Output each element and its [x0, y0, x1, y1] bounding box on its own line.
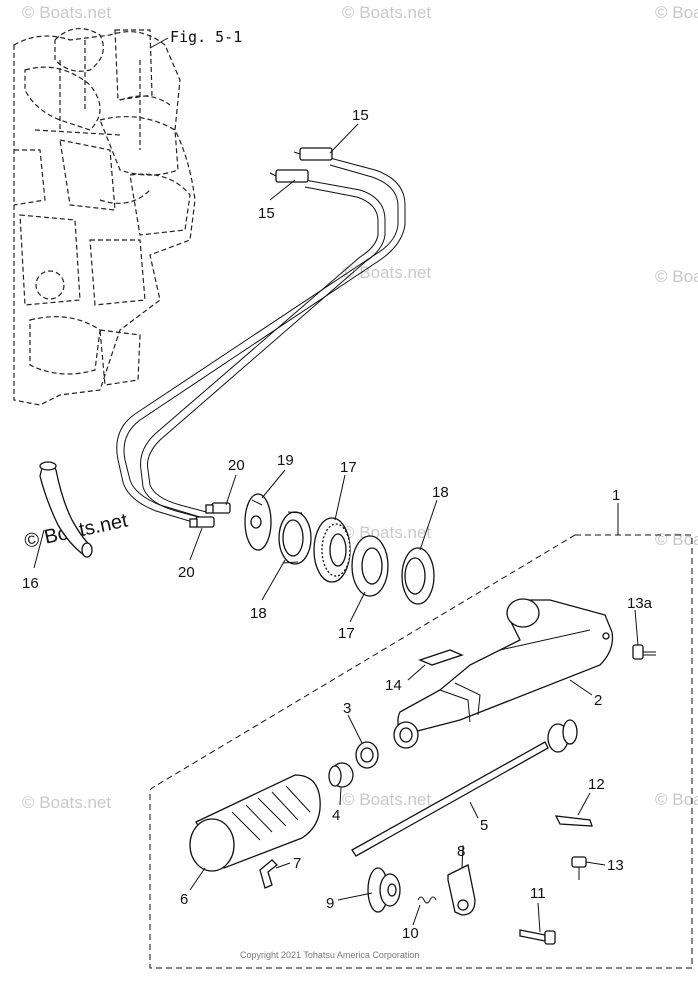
callout-7: 7	[293, 855, 301, 872]
callout-15-upper: 15	[352, 107, 369, 124]
callout-8: 8	[457, 843, 465, 860]
bushing-part-18-left	[278, 511, 312, 565]
callout-10: 10	[402, 925, 419, 942]
ring-part-17-right	[351, 535, 389, 597]
shaft-part-5	[351, 719, 578, 857]
watermark-top-right: © Boats.net	[655, 3, 698, 22]
callout-9: 9	[326, 895, 334, 912]
watermark-bottom-center: © Boats.net	[342, 790, 431, 809]
bolts-part-20	[189, 502, 231, 528]
callout-1: 1	[612, 487, 620, 504]
callout-5: 5	[480, 817, 488, 834]
callout-16: 16	[22, 575, 39, 592]
callout-20-lower: 20	[178, 564, 195, 581]
spring-part-10	[417, 896, 437, 904]
cable-end-fitting-lower	[275, 169, 309, 183]
bushing-part-18-right	[401, 547, 435, 605]
callout-13a: 13a	[627, 595, 653, 612]
spool-part-9	[367, 867, 401, 913]
callout-18-left: 18	[250, 605, 267, 622]
watermark-top-left: © Boats.net	[22, 3, 111, 22]
throttle-cables	[116, 147, 406, 527]
screw-part-13	[571, 856, 587, 880]
engine-reference-outline	[13, 28, 196, 406]
leader-lines	[33, 123, 639, 933]
plate-part-19	[244, 493, 272, 551]
key-part-12	[554, 815, 593, 827]
callout-13: 13	[607, 857, 624, 874]
assembly-boundary-part-1	[149, 534, 693, 969]
collar-part-4	[328, 762, 354, 788]
callout-12: 12	[588, 776, 605, 793]
hose-part-16	[39, 461, 93, 558]
callout-4: 4	[332, 807, 340, 824]
callout-20-upper: 20	[228, 457, 245, 474]
cable-end-fitting-upper	[299, 147, 333, 161]
watermark-mid-2: © Boats.net	[342, 523, 431, 542]
callout-14: 14	[385, 677, 402, 694]
callout-6: 6	[180, 891, 188, 908]
callout-11: 11	[530, 885, 546, 902]
callout-17-lower: 17	[338, 625, 355, 642]
watermark-top-center: © Boats.net	[342, 3, 431, 22]
copyright-notice: Copyright 2021 Tohatsu America Corporati…	[240, 950, 419, 960]
callout-2: 2	[594, 692, 602, 709]
callout-15-lower: 15	[258, 205, 275, 222]
callout-18-right: 18	[432, 484, 449, 501]
callout-17-upper: 17	[340, 459, 357, 476]
watermark-mid-right: © Boats.net	[655, 267, 698, 286]
screw-part-13a	[632, 644, 656, 660]
callout-labels: 15 15 16 20 20 19 18 17 17 18 1 13a 14 2…	[22, 107, 653, 942]
clip-part-8	[447, 864, 476, 916]
watermark-bottom-left: © Boats.net	[22, 793, 111, 812]
watermarks: © Boats.net © Boats.net © Boats.net © Bo…	[22, 3, 698, 812]
figure-reference-label: Fig. 5-1	[170, 28, 242, 46]
decal-part-14	[418, 649, 464, 666]
watermark-bottom-right: © Boats.net	[655, 790, 698, 809]
bolt-part-11	[519, 929, 556, 945]
collar-part-3	[355, 741, 379, 769]
figure-ref-leader	[149, 37, 169, 49]
tiller-arm-part-2	[393, 598, 614, 749]
ring-part-17-gear	[313, 517, 351, 583]
callout-19: 19	[277, 452, 294, 469]
watermark-mid-1: © Boats.net	[342, 263, 431, 282]
callout-3: 3	[343, 700, 351, 717]
grip-part-6	[189, 774, 321, 872]
pin-part-7	[259, 859, 278, 889]
